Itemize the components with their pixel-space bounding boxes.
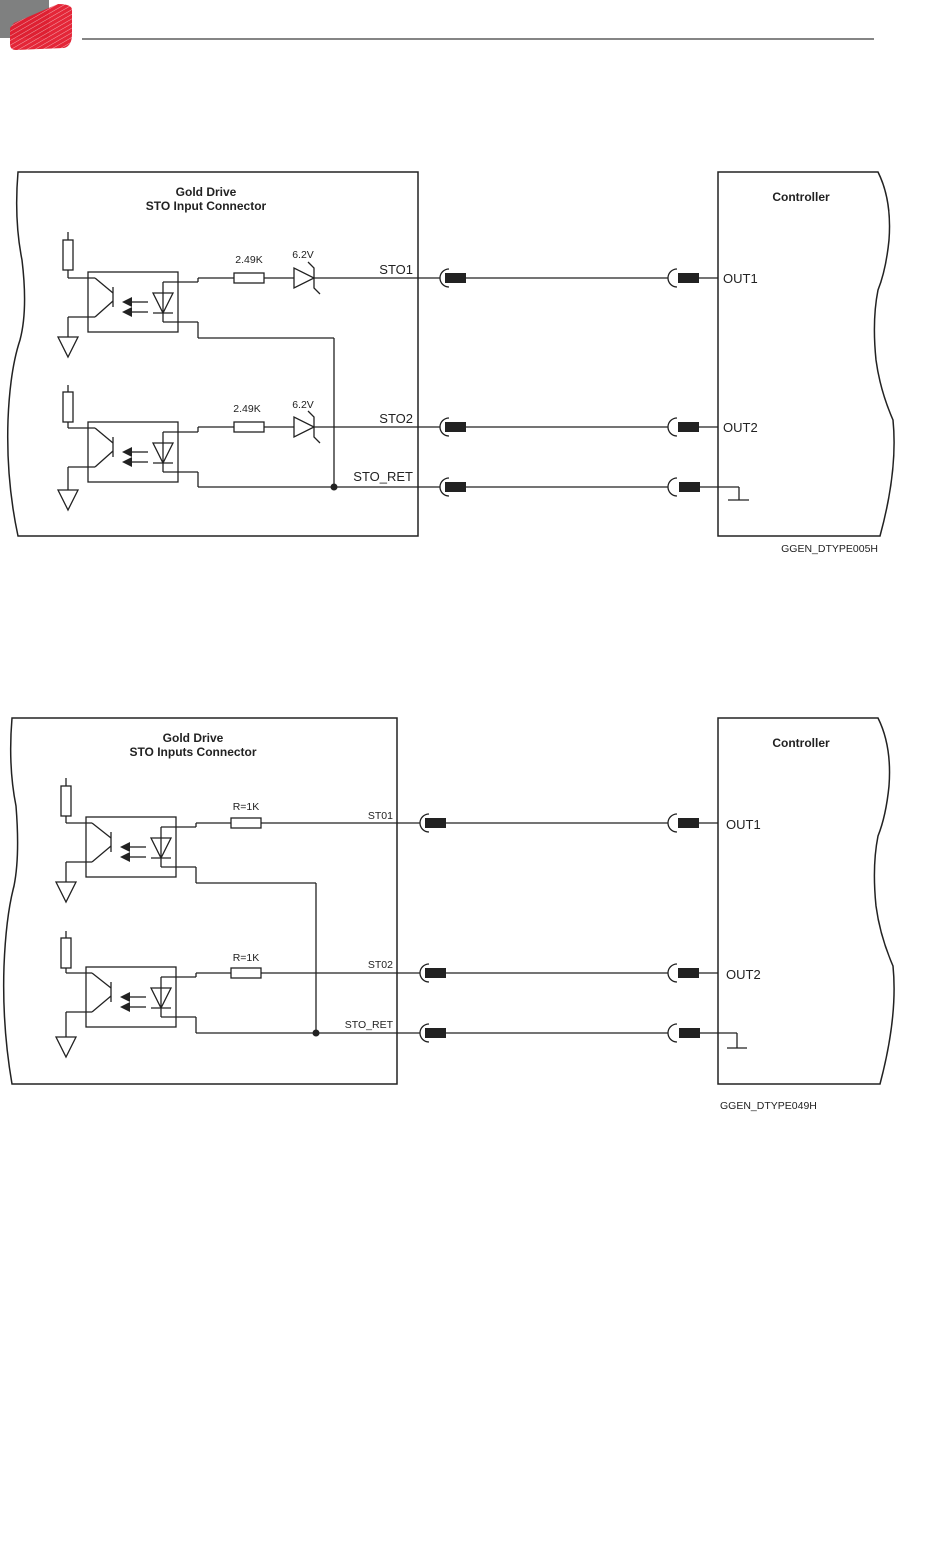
optocoupler-channel-2: R=1K ST02 STO_RET	[54, 931, 420, 1059]
controller-box	[717, 717, 895, 1085]
figure-id: GGEN_DTYPE049H	[720, 1100, 817, 1112]
cable-sto2	[439, 417, 718, 437]
signal-label-sto2: STO2	[379, 411, 413, 426]
ground-icon	[54, 881, 78, 904]
output-label-out2: OUT2	[726, 967, 761, 982]
signal-label-sto1: STO1	[379, 262, 413, 277]
signal-label-st02: ST02	[368, 959, 393, 971]
cable-connectors	[419, 813, 747, 1049]
optocoupler-icon	[87, 271, 179, 333]
elmo-logo-icon	[0, 0, 72, 50]
figure-id: GGEN_DTYPE005H	[781, 543, 878, 555]
optocoupler-icon	[85, 816, 177, 878]
ground-icon	[54, 1036, 78, 1059]
optocoupler-channel-2: 2.49K 6.2V STO2 STO_RET	[56, 385, 440, 512]
resistor-label: R=1K	[233, 952, 260, 964]
signal-label-sto-ret: STO_RET	[353, 469, 413, 484]
pullup-resistor-icon	[60, 937, 72, 969]
cable-st01	[419, 813, 718, 833]
header-rule	[82, 38, 874, 40]
drive-title-line2: STO Input Connector	[146, 199, 267, 213]
pullup-resistor-icon	[62, 239, 74, 271]
cable-sto-ret	[419, 1023, 747, 1049]
junction-dot	[330, 483, 338, 491]
cable-sto1	[439, 268, 718, 288]
zener-diode-icon	[293, 266, 316, 290]
optocoupler-icon	[87, 421, 179, 483]
sto-wiring-diagram-1: Gold Drive STO Input Connector 2.49K 6.2…	[6, 171, 895, 555]
output-label-out1: OUT1	[723, 271, 758, 286]
pullup-resistor-icon	[62, 391, 74, 423]
cable-st02	[419, 963, 718, 983]
zener-label: 6.2V	[292, 399, 314, 411]
ground-icon	[56, 336, 80, 359]
resistor-icon	[230, 817, 262, 829]
signal-label-st01: ST01	[368, 810, 393, 822]
sto-wiring-diagram-2: Gold Drive STO Inputs Connector R=1K ST0…	[2, 717, 895, 1112]
optocoupler-icon	[85, 966, 177, 1028]
resistor-label: R=1K	[233, 801, 260, 813]
ground-icon	[56, 489, 80, 512]
controller-title: Controller	[772, 736, 830, 750]
resistor-icon	[230, 967, 262, 979]
zener-label: 6.2V	[292, 249, 314, 261]
resistor-label: 2.49K	[235, 254, 262, 266]
zener-diode-icon	[293, 415, 316, 439]
resistor-icon	[233, 421, 265, 433]
drive-box	[6, 171, 419, 537]
signal-label-sto-ret: STO_RET	[345, 1019, 394, 1031]
cable-connectors	[439, 268, 749, 501]
drive-box	[2, 717, 398, 1085]
resistor-label: 2.49K	[233, 403, 260, 415]
drive-title-line1: Gold Drive	[176, 185, 237, 199]
pullup-resistor-icon	[60, 785, 72, 817]
drive-title-line1: Gold Drive	[163, 731, 224, 745]
controller-title: Controller	[772, 190, 830, 204]
optocoupler-channel-1: 2.49K 6.2V STO1	[56, 232, 440, 487]
optocoupler-channel-1: R=1K ST01	[54, 778, 420, 1033]
output-label-out2: OUT2	[723, 420, 758, 435]
junction-dot	[312, 1029, 320, 1037]
output-label-out1: OUT1	[726, 817, 761, 832]
drive-title-line2: STO Inputs Connector	[129, 745, 256, 759]
resistor-icon	[233, 272, 265, 284]
controller-box	[717, 171, 895, 537]
cable-sto-ret	[439, 477, 749, 501]
